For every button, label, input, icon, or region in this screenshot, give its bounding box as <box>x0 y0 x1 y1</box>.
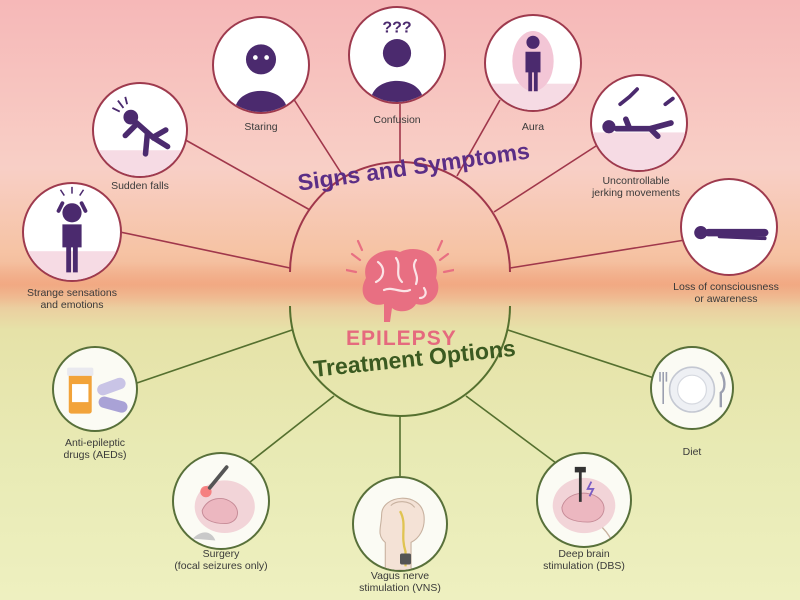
jerking-movements-label: Uncontrollable jerking movements <box>591 175 681 199</box>
loss-of-consciousness-label: Loss of consciousness or awareness <box>673 281 779 305</box>
vns-label: Vagus nerve stimulation (VNS) <box>359 570 441 594</box>
brain-icon <box>346 239 454 322</box>
surgery-label: Surgery (focal seizures only) <box>174 548 268 572</box>
sudden-falls-node <box>92 82 188 178</box>
aura-node <box>484 14 582 112</box>
falling-person-icon <box>94 96 186 176</box>
confused-person-icon: ??? <box>370 19 424 102</box>
vagus-nerve-icon <box>379 497 425 570</box>
plate-icon <box>659 366 726 413</box>
vns-node <box>352 476 448 572</box>
strange-sensations-label: Strange sensations and emotions <box>27 287 117 311</box>
dbs-label: Deep brain stimulation (DBS) <box>543 548 625 572</box>
jerking-person-icon <box>592 87 686 170</box>
confusion-label: Confusion <box>373 114 421 126</box>
aura-person-icon <box>486 31 580 110</box>
diet-node <box>650 346 734 430</box>
staring-face-icon <box>234 44 288 112</box>
strange-sensations-node <box>22 182 122 282</box>
diet-label: Diet <box>682 446 702 458</box>
pill-bottle-icon <box>67 367 128 414</box>
surgery-node <box>172 452 270 550</box>
jerking-movements-node <box>590 74 688 172</box>
staring-label: Staring <box>244 121 278 133</box>
head-clutch-person-icon <box>24 186 120 280</box>
dbs-node <box>536 452 632 548</box>
aed-label: Anti-epileptic drugs (AEDs) <box>63 437 127 461</box>
deep-brain-icon <box>552 466 616 546</box>
sudden-falls-label: Sudden falls <box>111 180 169 192</box>
staring-node <box>212 16 310 114</box>
lying-person-icon <box>694 226 769 241</box>
confusion-node: ??? <box>348 6 446 104</box>
brain-surgery-icon <box>192 465 255 541</box>
aed-node <box>52 346 138 432</box>
svg-text:???: ??? <box>382 19 411 36</box>
loss-of-consciousness-node <box>680 178 778 276</box>
aura-label: Aura <box>521 121 545 133</box>
condition-name: EPILEPSY <box>346 327 457 350</box>
